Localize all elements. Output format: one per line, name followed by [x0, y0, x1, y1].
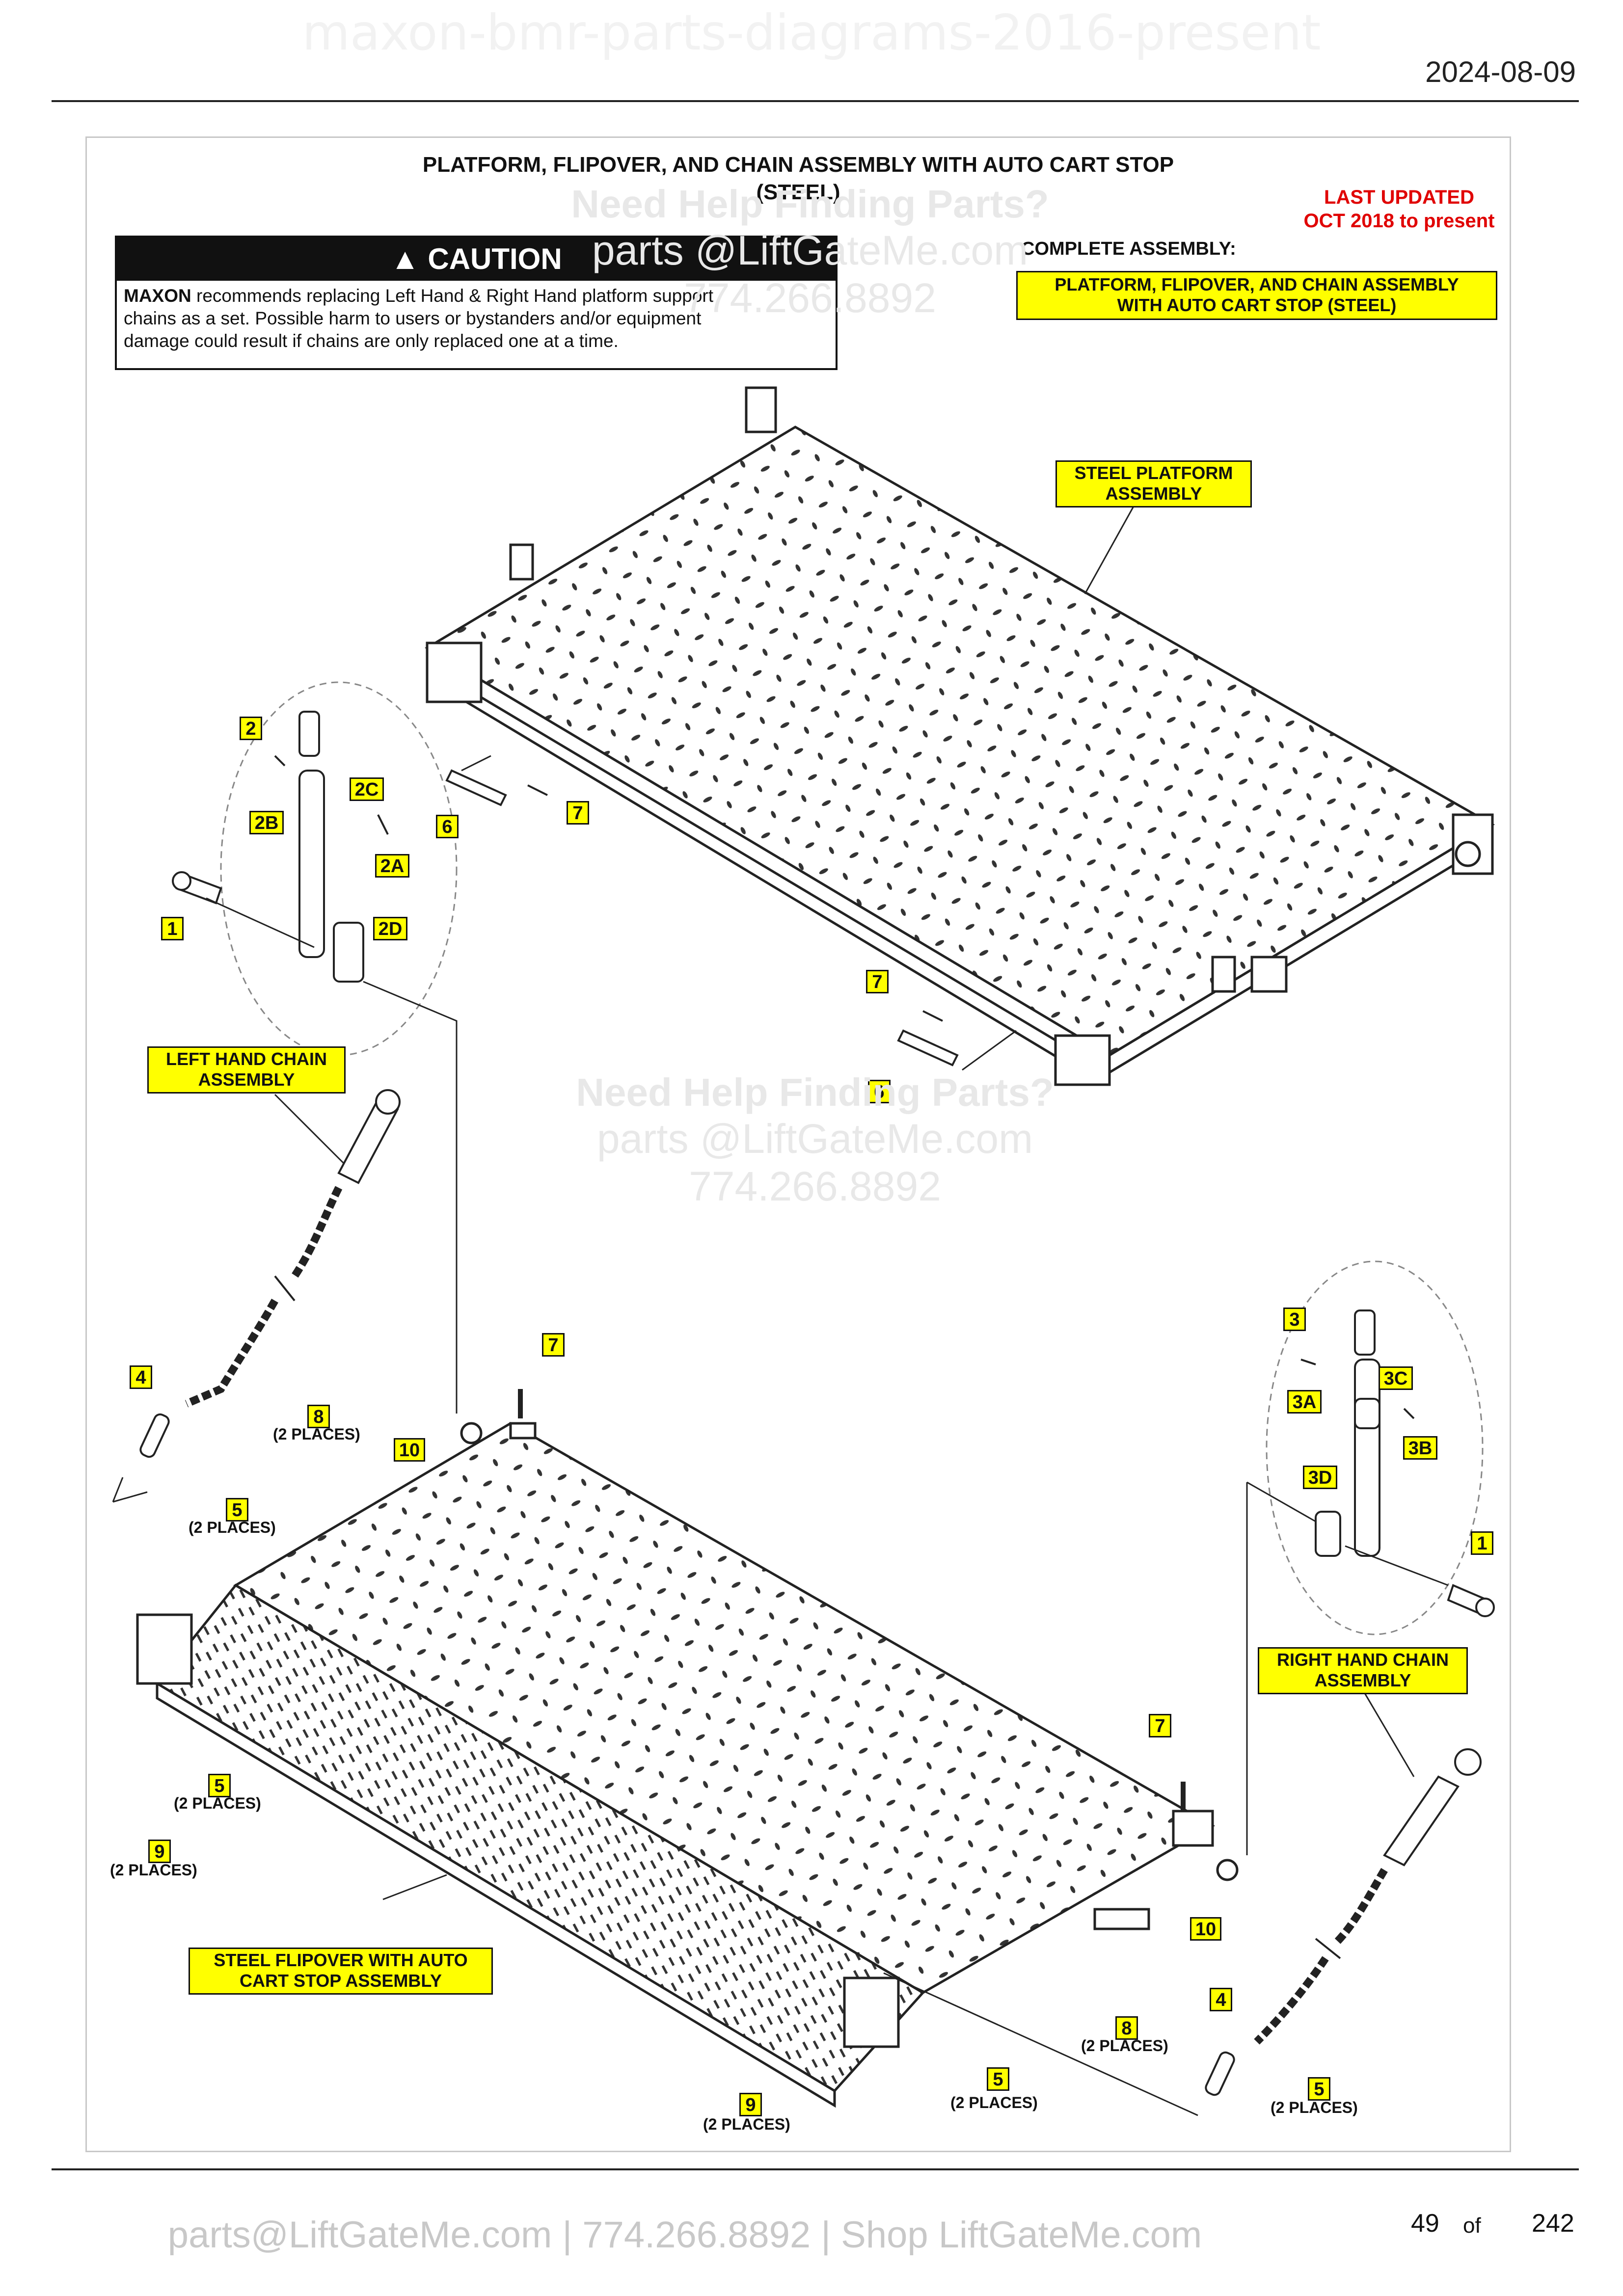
callout-1-left: 1	[161, 917, 184, 940]
caution-brand: MAXON	[124, 286, 191, 306]
callout-2d: 2D	[373, 917, 407, 940]
callout-7-flip-right: 7	[1149, 1714, 1171, 1737]
places-note-9-bottom: (2 PLACES)	[703, 2115, 790, 2133]
help-watermark-middle: Need Help Finding Parts? parts @LiftGate…	[447, 1070, 1183, 1210]
callout-1-right: 1	[1471, 1531, 1493, 1555]
callout-9-bottom: 9	[739, 2093, 762, 2116]
callout-4-right: 4	[1210, 1988, 1232, 2011]
places-note-9-left: (2 PLACES)	[110, 1861, 197, 1879]
complete-assembly-line2: WITH AUTO CART STOP (STEEL)	[1117, 295, 1397, 315]
callout-3b: 3B	[1403, 1436, 1437, 1460]
help-watermark-middle-line2: parts @LiftGateMe.com	[596, 1116, 1033, 1162]
callout-6-mid: 6	[868, 1080, 891, 1103]
warning-triangle-icon: ▲	[390, 242, 420, 275]
flipover-label-line1: STEEL FLIPOVER WITH AUTO	[214, 1950, 468, 1970]
diagram-title-line2: (STEEL)	[756, 180, 840, 204]
callout-2b: 2B	[249, 811, 284, 834]
caution-text: MAXON recommends replacing Left Hand & R…	[124, 285, 829, 352]
callout-2a: 2A	[375, 854, 409, 878]
steel-platform-label-line2: ASSEMBLY	[1105, 483, 1202, 504]
right-chain-drawing	[1205, 1748, 1482, 2096]
last-updated-range: OCT 2018 to present	[1303, 210, 1495, 232]
places-note-8-right: (2 PLACES)	[1081, 2037, 1168, 2055]
footer-rule	[52, 2168, 1579, 2170]
left-chain-label-line1: LEFT HAND CHAIN	[166, 1049, 327, 1069]
callout-10-left: 10	[394, 1438, 425, 1462]
diagram-title-line1: PLATFORM, FLIPOVER, AND CHAIN ASSEMBLY W…	[422, 153, 1174, 177]
callout-3: 3	[1283, 1308, 1306, 1331]
callout-4-left: 4	[130, 1365, 152, 1389]
callout-7-mid: 7	[866, 970, 889, 993]
flipover-label: STEEL FLIPOVER WITH AUTO CART STOP ASSEM…	[189, 1948, 493, 1995]
help-watermark-top-line2: parts @LiftGateMe.com	[592, 227, 1028, 273]
steel-platform-label-line1: STEEL PLATFORM	[1074, 463, 1233, 483]
left-link-assembly-drawing	[172, 681, 458, 1056]
callout-6-top: 6	[436, 815, 459, 838]
right-chain-label-line1: RIGHT HAND CHAIN	[1277, 1650, 1449, 1670]
caution-text-line1: recommends replacing Left Hand & Right H…	[191, 286, 713, 306]
callout-5-left-top: 5	[226, 1498, 248, 1522]
places-note-5-left-bottom: (2 PLACES)	[174, 1794, 261, 1812]
help-watermark-middle-line3: 774.266.8892	[689, 1163, 941, 1209]
steel-platform-label: STEEL PLATFORM ASSEMBLY	[1055, 460, 1252, 507]
total-pages: 242	[1532, 2209, 1574, 2238]
callout-3a: 3A	[1287, 1390, 1322, 1414]
callout-3c: 3C	[1379, 1366, 1413, 1390]
help-watermark-top-line3: 774.266.8892	[684, 275, 936, 321]
flipover-label-line2: CART STOP ASSEMBLY	[239, 1971, 442, 1991]
places-note-5-right: (2 PLACES)	[1271, 2099, 1358, 2116]
leader-lines	[112, 505, 1415, 2116]
header-rule	[52, 100, 1579, 102]
callout-5-left-bottom: 5	[208, 1774, 231, 1797]
caution-heading: ▲ CAUTION	[117, 238, 836, 281]
footer-contact: parts@LiftGateMe.com | 774.266.8892 | Sh…	[167, 2214, 1202, 2256]
right-chain-label: RIGHT HAND CHAIN ASSEMBLY	[1258, 1647, 1468, 1694]
left-chain-drawing	[139, 1089, 401, 1458]
places-note-8-left: (2 PLACES)	[273, 1425, 360, 1443]
last-updated-note: LAST UPDATED OCT 2018 to present	[1213, 186, 1586, 233]
header-watermark: maxon-bmr-parts-diagrams-2016-present	[302, 4, 1321, 61]
help-watermark-middle-line1: Need Help Finding Parts?	[576, 1070, 1054, 1114]
pin-parts-top	[445, 755, 1017, 1071]
diagram-title: PLATFORM, FLIPOVER, AND CHAIN ASSEMBLY W…	[85, 151, 1511, 206]
complete-assembly-box: PLATFORM, FLIPOVER, AND CHAIN ASSEMBLY W…	[1016, 271, 1497, 320]
right-link-assembly-drawing	[1266, 1260, 1495, 1635]
callout-8-right: 8	[1115, 2016, 1138, 2040]
caution-warning-box: ▲ CAUTION MAXON recommends replacing Lef…	[115, 236, 838, 370]
help-watermark-top: Need Help Finding Parts? parts @LiftGate…	[442, 182, 1178, 322]
callout-2: 2	[240, 717, 262, 740]
callout-7-flip-left: 7	[542, 1333, 565, 1357]
flipover-platform-drawing	[136, 1389, 1239, 2108]
diagram-frame	[85, 136, 1511, 2152]
help-watermark-top-line1: Need Help Finding Parts?	[571, 182, 1049, 226]
callout-8-left: 8	[307, 1405, 330, 1428]
callout-5-bottom: 5	[987, 2067, 1009, 2091]
right-chain-label-line2: ASSEMBLY	[1314, 1670, 1411, 1690]
page-of-label: of	[1463, 2214, 1481, 2238]
last-updated-label: LAST UPDATED	[1324, 187, 1474, 208]
callout-5-right: 5	[1308, 2077, 1330, 2101]
steel-platform-drawing	[425, 386, 1495, 1086]
places-note-5-bottom: (2 PLACES)	[950, 2094, 1038, 2111]
places-note-5-left-top: (2 PLACES)	[189, 1519, 276, 1536]
left-chain-label: LEFT HAND CHAIN ASSEMBLY	[147, 1046, 346, 1094]
complete-assembly-line1: PLATFORM, FLIPOVER, AND CHAIN ASSEMBLY	[1055, 274, 1459, 294]
complete-assembly-label: COMPLETE ASSEMBLY:	[1021, 239, 1236, 259]
page-number: 49	[1411, 2209, 1439, 2238]
caution-text-line2: chains as a set. Possible harm to users …	[124, 308, 702, 328]
document-date: 2024-08-09	[1425, 55, 1576, 88]
left-chain-label-line2: ASSEMBLY	[198, 1069, 295, 1090]
caution-text-line3: damage could result if chains are only r…	[124, 331, 619, 351]
callout-2c: 2C	[350, 777, 384, 801]
callout-9-left: 9	[148, 1840, 171, 1863]
caution-heading-text: CAUTION	[428, 242, 562, 275]
callout-3d: 3D	[1303, 1466, 1337, 1489]
callout-7-top: 7	[567, 801, 589, 825]
callout-10-right: 10	[1190, 1917, 1221, 1941]
